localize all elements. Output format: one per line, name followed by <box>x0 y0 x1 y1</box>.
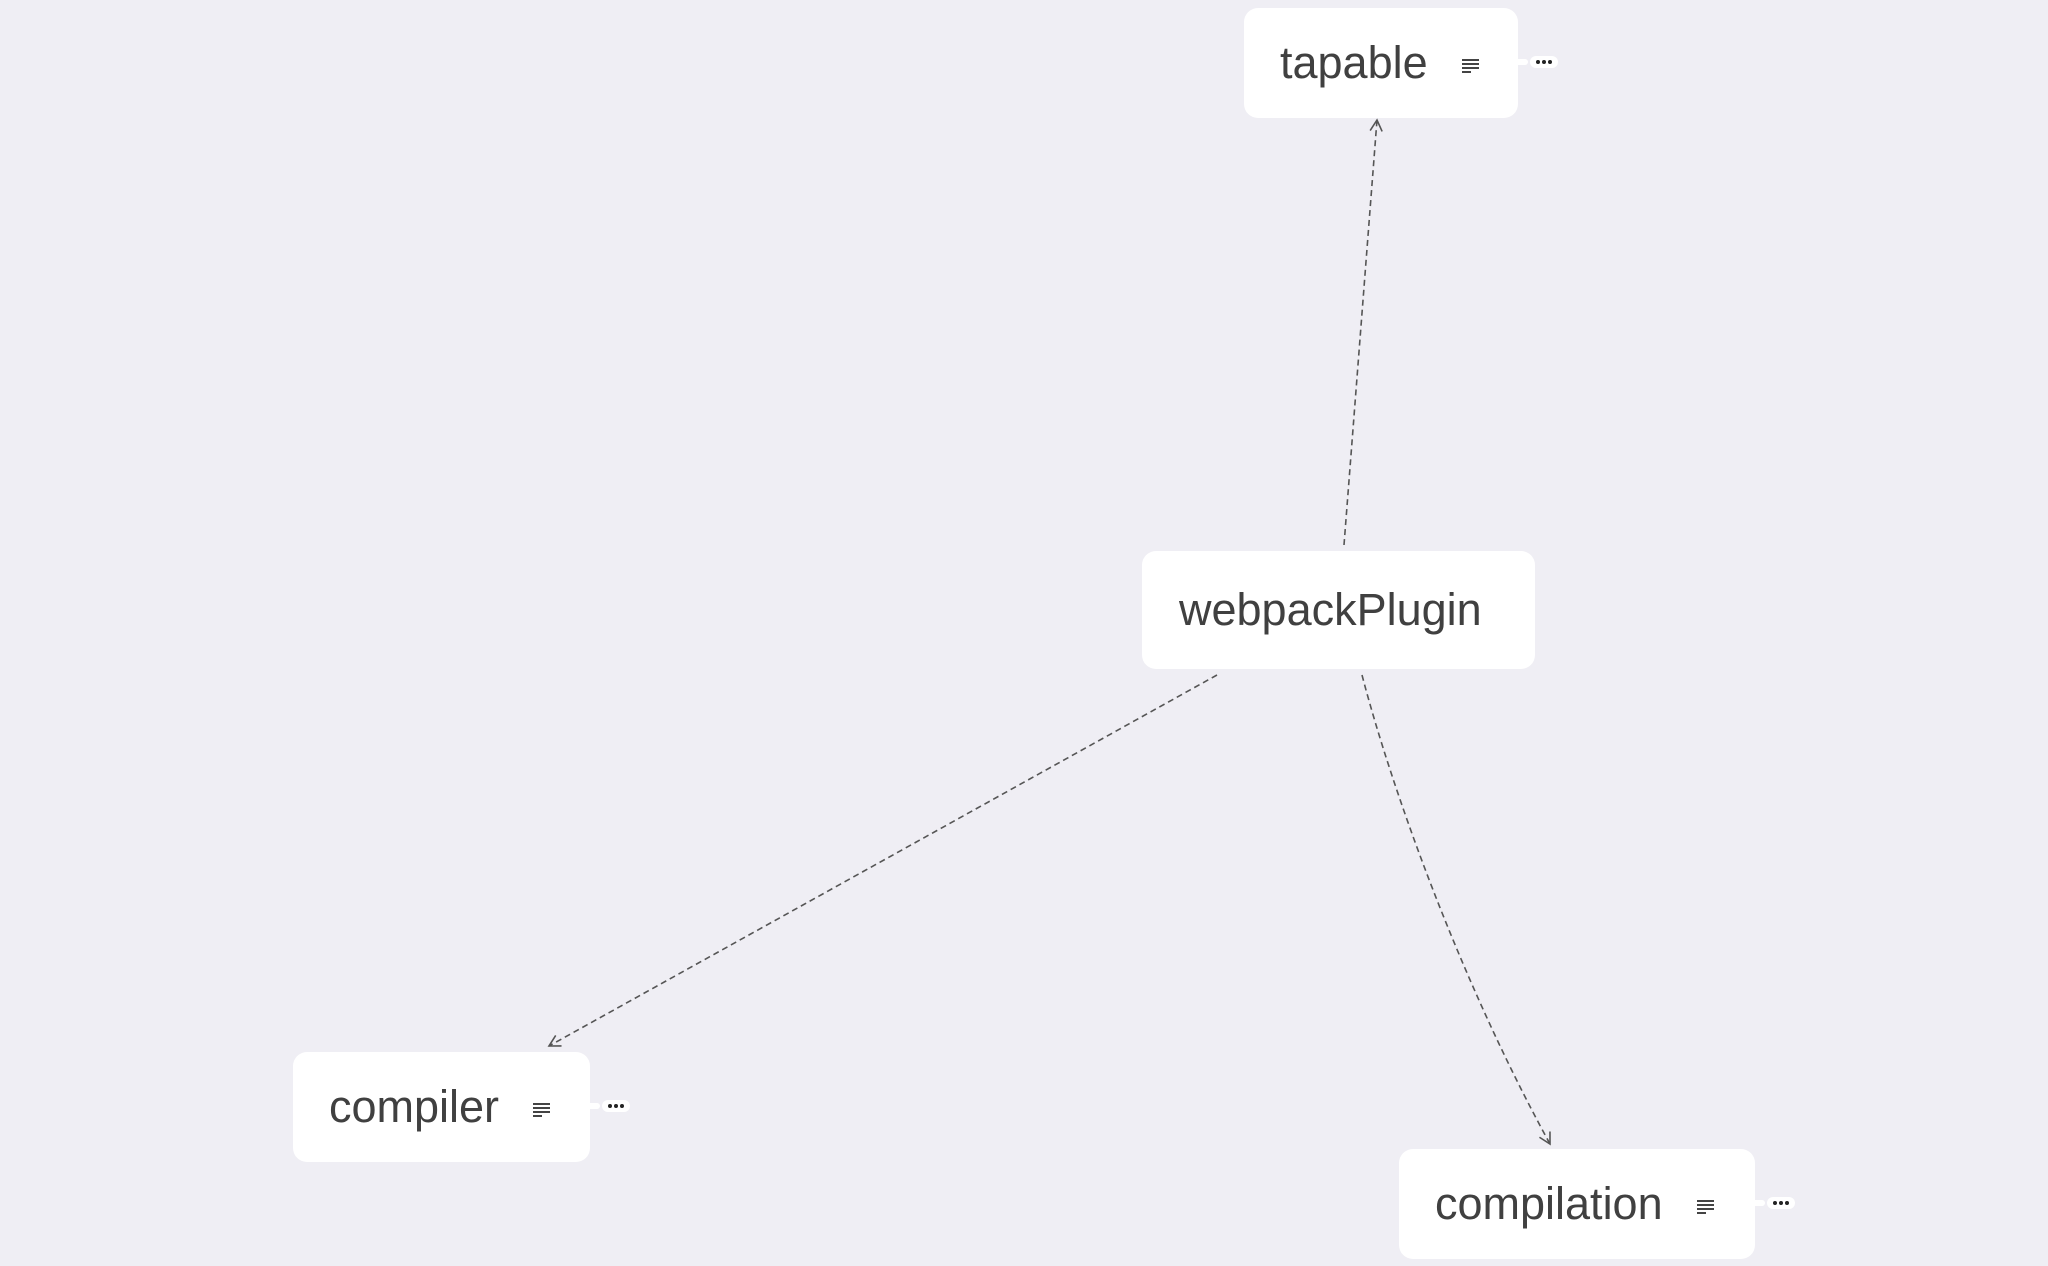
edge-webpackplugin-compilation <box>1361 674 1551 1146</box>
more-icon[interactable] <box>1518 56 1562 68</box>
notes-icon[interactable] <box>1461 59 1479 73</box>
edge-webpackplugin-compiler <box>547 674 1218 1047</box>
node-tapable[interactable]: tapable <box>1244 8 1518 118</box>
more-icon[interactable] <box>590 1100 634 1112</box>
edge-webpackplugin-tapable <box>1343 118 1383 546</box>
node-label: compiler <box>329 1081 500 1132</box>
node-center[interactable]: webpackPlugin <box>1142 551 1535 669</box>
node-label: compilation <box>1435 1178 1663 1229</box>
node-compiler[interactable]: compiler <box>293 1052 590 1162</box>
node-compilation[interactable]: compilation <box>1399 1149 1755 1259</box>
notes-icon[interactable] <box>1696 1200 1714 1214</box>
notes-icon[interactable] <box>533 1103 551 1117</box>
node-label: tapable <box>1280 37 1428 88</box>
node-label: webpackPlugin <box>1179 584 1482 635</box>
more-icon[interactable] <box>1755 1197 1799 1209</box>
